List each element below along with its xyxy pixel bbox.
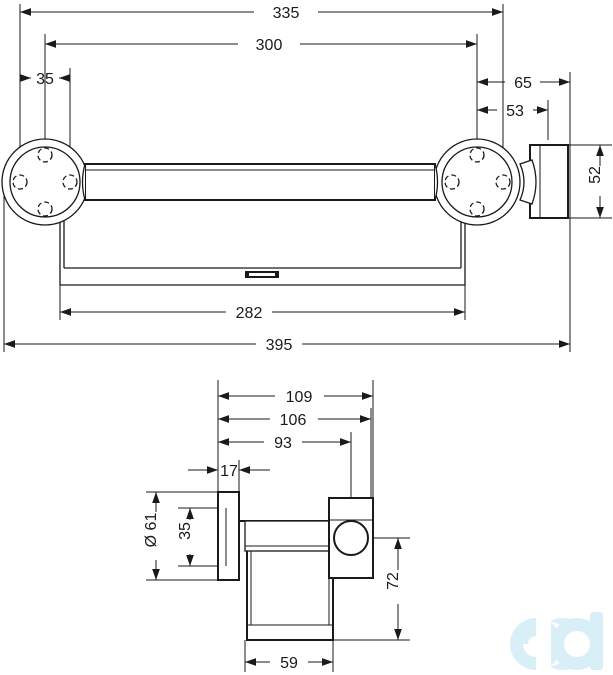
dimension-65: 65 xyxy=(477,75,570,92)
shelf xyxy=(59,200,466,286)
dim-label-59: 59 xyxy=(280,655,298,672)
dim-label-282: 282 xyxy=(236,305,263,322)
dim-label-72: 72 xyxy=(385,572,402,590)
dimension-109: 109 xyxy=(218,389,373,406)
dim-label-65: 65 xyxy=(514,75,532,92)
dimension-59: 59 xyxy=(245,655,333,672)
mounting-holes-top xyxy=(12,147,511,217)
dimension-335: 335 xyxy=(20,5,503,22)
dimension-17: 17 xyxy=(188,463,270,480)
dim-label-93: 93 xyxy=(274,435,292,452)
dimension-35-side: 35 xyxy=(177,508,194,566)
dimension-53: 53 xyxy=(477,103,548,120)
dimension-300: 300 xyxy=(45,37,477,54)
dimension-282: 282 xyxy=(60,305,465,322)
side-rosette xyxy=(217,491,240,581)
right-rosette xyxy=(433,138,521,226)
side-shower-holder xyxy=(328,497,374,579)
side-shelf-body xyxy=(239,520,336,641)
dimension-93: 93 xyxy=(218,435,351,452)
grab-bar xyxy=(81,163,535,201)
dimension-106: 106 xyxy=(218,412,371,429)
top-view: 335 300 35 65 53 52 xyxy=(1,4,612,354)
dim-label-395: 395 xyxy=(266,337,293,354)
watermark-brand-logo xyxy=(510,612,603,670)
dim-label-335: 335 xyxy=(273,5,300,22)
dimension-diameter-61: Ø 61 xyxy=(143,492,160,580)
dim-label-52: 52 xyxy=(587,166,604,184)
dim-label-109: 109 xyxy=(286,389,313,406)
dimension-52: 52 xyxy=(587,145,604,218)
side-view: 109 106 93 17 Ø 61 3 xyxy=(143,380,410,672)
dim-label-17: 17 xyxy=(220,463,238,480)
dimension-35-top: 35 xyxy=(20,71,70,88)
dimension-395: 395 xyxy=(4,337,570,354)
dim-label-35-side: 35 xyxy=(177,522,194,540)
dim-label-106: 106 xyxy=(280,412,307,429)
dim-label-300: 300 xyxy=(256,37,283,54)
dimension-72: 72 xyxy=(385,538,402,640)
top-extension-lines xyxy=(3,4,612,352)
dim-label-35-top: 35 xyxy=(36,71,54,88)
dim-label-diameter-61: Ø 61 xyxy=(143,513,160,548)
shower-holder xyxy=(519,144,569,219)
dim-label-53: 53 xyxy=(506,103,524,120)
